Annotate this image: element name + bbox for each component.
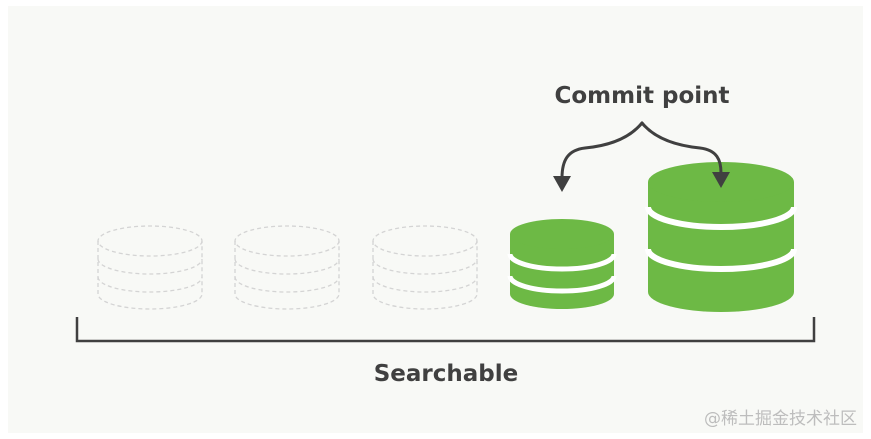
- watermark: @稀土掘金技术社区: [704, 409, 857, 429]
- faded-segment-3-icon: [372, 225, 478, 310]
- commit-point-label: Commit point: [554, 83, 729, 109]
- faded-segment-2-icon: [234, 225, 340, 310]
- searchable-bracket-icon: [75, 317, 816, 343]
- small-segment-icon: [507, 219, 617, 309]
- searchable-label: Searchable: [374, 361, 519, 387]
- faded-segment-1-icon: [97, 225, 203, 310]
- commit-arrows-icon: [553, 121, 730, 192]
